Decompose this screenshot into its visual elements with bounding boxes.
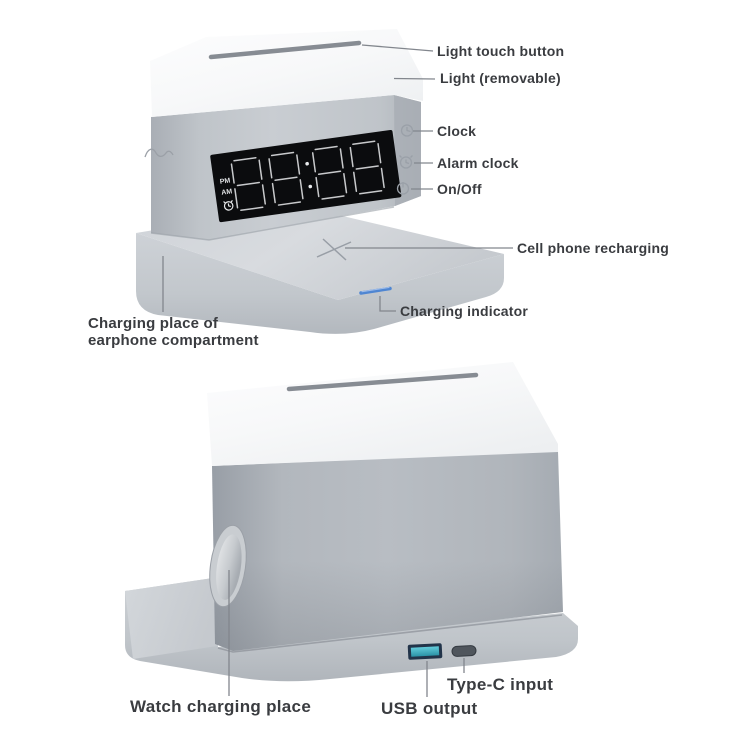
base2-left-wing	[125, 578, 217, 659]
label-light-touch-button: Light touch button	[437, 43, 565, 59]
base-front-face	[136, 233, 504, 334]
type-c-port[interactable]	[451, 645, 477, 657]
light-box	[150, 29, 423, 117]
label-earphone-line2: earphone compartment	[88, 332, 259, 349]
label-cell-phone-recharging: Cell phone recharging	[517, 240, 669, 256]
clock-display: PM AM	[210, 129, 402, 223]
display-colon	[305, 161, 313, 189]
usb-port[interactable]	[407, 643, 443, 660]
power-icon[interactable]	[396, 182, 410, 195]
light-touch-slot[interactable]	[208, 40, 362, 60]
leader-charging-indicator	[379, 296, 396, 312]
label-light-removable: Light (removable)	[440, 70, 561, 86]
body-base-seam	[150, 206, 395, 241]
display-digits	[230, 140, 385, 212]
label-on-off: On/Off	[437, 181, 482, 197]
leader-light-removable	[393, 77, 436, 80]
body2-bottom-shade	[212, 451, 563, 651]
leader-lines-bottom	[228, 570, 465, 697]
display-alarm-icon	[223, 199, 234, 211]
earphone-lid-line	[144, 148, 174, 158]
label-alarm-clock: Alarm clock	[437, 155, 519, 171]
label-usb-output: USB output	[381, 699, 478, 718]
leader-light-touch-button	[361, 44, 434, 52]
product-back-view	[125, 362, 578, 697]
label-watch-charging-place: Watch charging place	[130, 697, 312, 716]
label-charging-indicator: Charging indicator	[400, 303, 529, 319]
alarm-clock-icon[interactable]	[399, 155, 413, 169]
clock-body-right-face	[394, 95, 421, 206]
product-front-view: PM AM	[136, 29, 513, 334]
display-pm-label: PM	[219, 177, 231, 185]
watch-charging-pad	[209, 524, 247, 608]
light-box2	[207, 362, 558, 466]
label-type-c-input: Type-C input	[447, 675, 554, 694]
display-am-label: AM	[221, 188, 233, 196]
label-clock: Clock	[437, 123, 477, 139]
light-touch-slot2[interactable]	[286, 372, 479, 392]
label-earphone-line1: Charging place of	[88, 315, 219, 332]
body2-base-seam	[217, 614, 563, 653]
label-earphone-compartment: Charging place of earphone compartment	[88, 315, 259, 349]
clock-icon[interactable]	[400, 124, 414, 137]
charging-led	[359, 286, 392, 295]
wireless-charging-cross	[316, 238, 352, 261]
leader-lines-top	[162, 44, 513, 312]
